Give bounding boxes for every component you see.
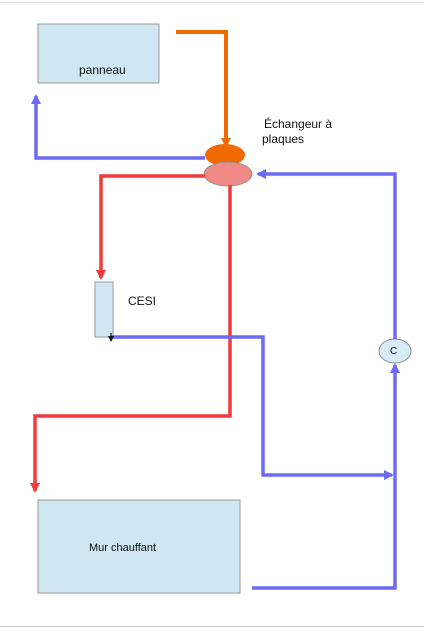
- circulator-to-exchanger-line: [256, 169, 397, 339]
- cold-return-from-cesi: [111, 335, 394, 480]
- echangeur-label-line1: Échangeur à: [264, 117, 333, 131]
- mur-chauffant-label: Mur chauffant: [89, 542, 157, 554]
- solar-flow-line: [176, 30, 231, 148]
- bottom-divider: [0, 626, 424, 627]
- top-divider: [0, 2, 424, 3]
- cesi-label: CESI: [128, 294, 157, 308]
- echangeur-label-line2: plaques: [262, 132, 305, 146]
- hot-flow-to-mur: [30, 185, 232, 493]
- echangeur-bottom-shape: [203, 161, 253, 187]
- mur-chauffant-box: [37, 499, 241, 594]
- cesi-box: [94, 281, 114, 338]
- circulator-label: C: [390, 346, 398, 357]
- hot-flow-to-cesi: [96, 174, 205, 280]
- panneau-label: panneau: [79, 63, 126, 77]
- return-to-panel-line: [31, 94, 205, 160]
- cold-return-from-mur: [252, 363, 400, 590]
- echangeur-top-shape: [205, 144, 245, 166]
- panneau-box: [37, 23, 160, 84]
